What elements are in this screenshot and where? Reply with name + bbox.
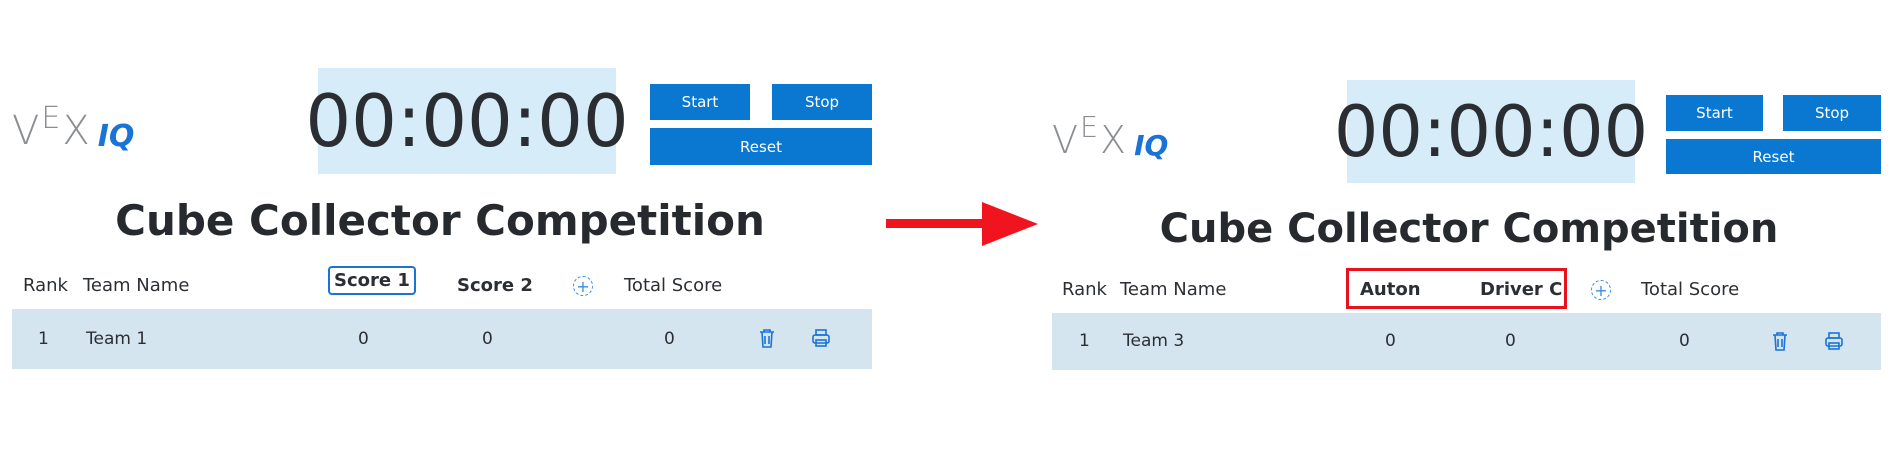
- table-row: 1 Team 3 0 0 0: [1052, 313, 1881, 370]
- col-total-score: Total Score: [624, 275, 723, 296]
- row-rank: 1: [1079, 331, 1090, 351]
- start-button[interactable]: Start: [650, 84, 750, 120]
- iq-wordmark: IQ: [1134, 129, 1169, 162]
- row-total-score: 0: [664, 329, 675, 349]
- vex-wordmark: VEX: [12, 101, 92, 154]
- stop-button[interactable]: Stop: [1783, 95, 1881, 131]
- add-column-plus-icon[interactable]: +: [573, 276, 593, 296]
- timer-display: 00:00:00: [305, 68, 629, 174]
- table-row: 1 Team 1 0 0 0: [12, 309, 872, 369]
- page-title: Cube Collector Competition: [115, 196, 765, 245]
- col-score-2[interactable]: Score 2: [457, 275, 533, 296]
- row-score-1[interactable]: 0: [1385, 331, 1396, 351]
- col-driver-c[interactable]: Driver C: [1480, 279, 1563, 300]
- row-score-1[interactable]: 0: [358, 329, 369, 349]
- row-rank: 1: [38, 329, 49, 349]
- row-team-name[interactable]: Team 1: [86, 329, 148, 349]
- row-score-2[interactable]: 0: [482, 329, 493, 349]
- timer-display: 00:00:00: [1334, 80, 1648, 183]
- panel-after: VEX IQ 00:00:00 Start Stop Reset Cube Co…: [1040, 0, 1898, 452]
- col-auton[interactable]: Auton: [1360, 279, 1421, 300]
- start-button[interactable]: Start: [1666, 95, 1763, 131]
- col-team-name: Team Name: [1120, 279, 1227, 300]
- col-rank: Rank: [23, 275, 68, 296]
- col-total-score: Total Score: [1641, 279, 1740, 300]
- highlight-box: [1346, 268, 1567, 309]
- iq-wordmark: IQ: [97, 119, 135, 154]
- vex-iq-logo: VEX IQ: [1052, 111, 1169, 162]
- row-total-score: 0: [1679, 331, 1690, 351]
- stop-button[interactable]: Stop: [772, 84, 872, 120]
- row-team-name[interactable]: Team 3: [1123, 331, 1185, 351]
- vex-iq-logo: VEX IQ: [12, 101, 135, 154]
- reset-button[interactable]: Reset: [650, 128, 872, 165]
- right-arrow-icon: [886, 219, 986, 228]
- col-score-1-input[interactable]: Score 1: [328, 266, 416, 295]
- vex-wordmark: VEX: [1052, 111, 1129, 162]
- panel-before: VEX IQ 00:00:00 Start Stop Reset Cube Co…: [0, 0, 880, 452]
- page-title: Cube Collector Competition: [1159, 206, 1779, 252]
- trash-icon[interactable]: [756, 327, 778, 349]
- col-rank: Rank: [1062, 279, 1107, 300]
- add-column-plus-icon[interactable]: +: [1591, 280, 1611, 300]
- trash-icon[interactable]: [1769, 330, 1791, 352]
- right-arrow-head-icon: [982, 202, 1038, 246]
- print-icon[interactable]: [810, 327, 832, 349]
- reset-button[interactable]: Reset: [1666, 139, 1881, 174]
- print-icon[interactable]: [1823, 330, 1845, 352]
- col-score-1-wrap[interactable]: Score 1: [328, 266, 416, 295]
- col-team-name: Team Name: [83, 275, 190, 296]
- row-score-2[interactable]: 0: [1505, 331, 1516, 351]
